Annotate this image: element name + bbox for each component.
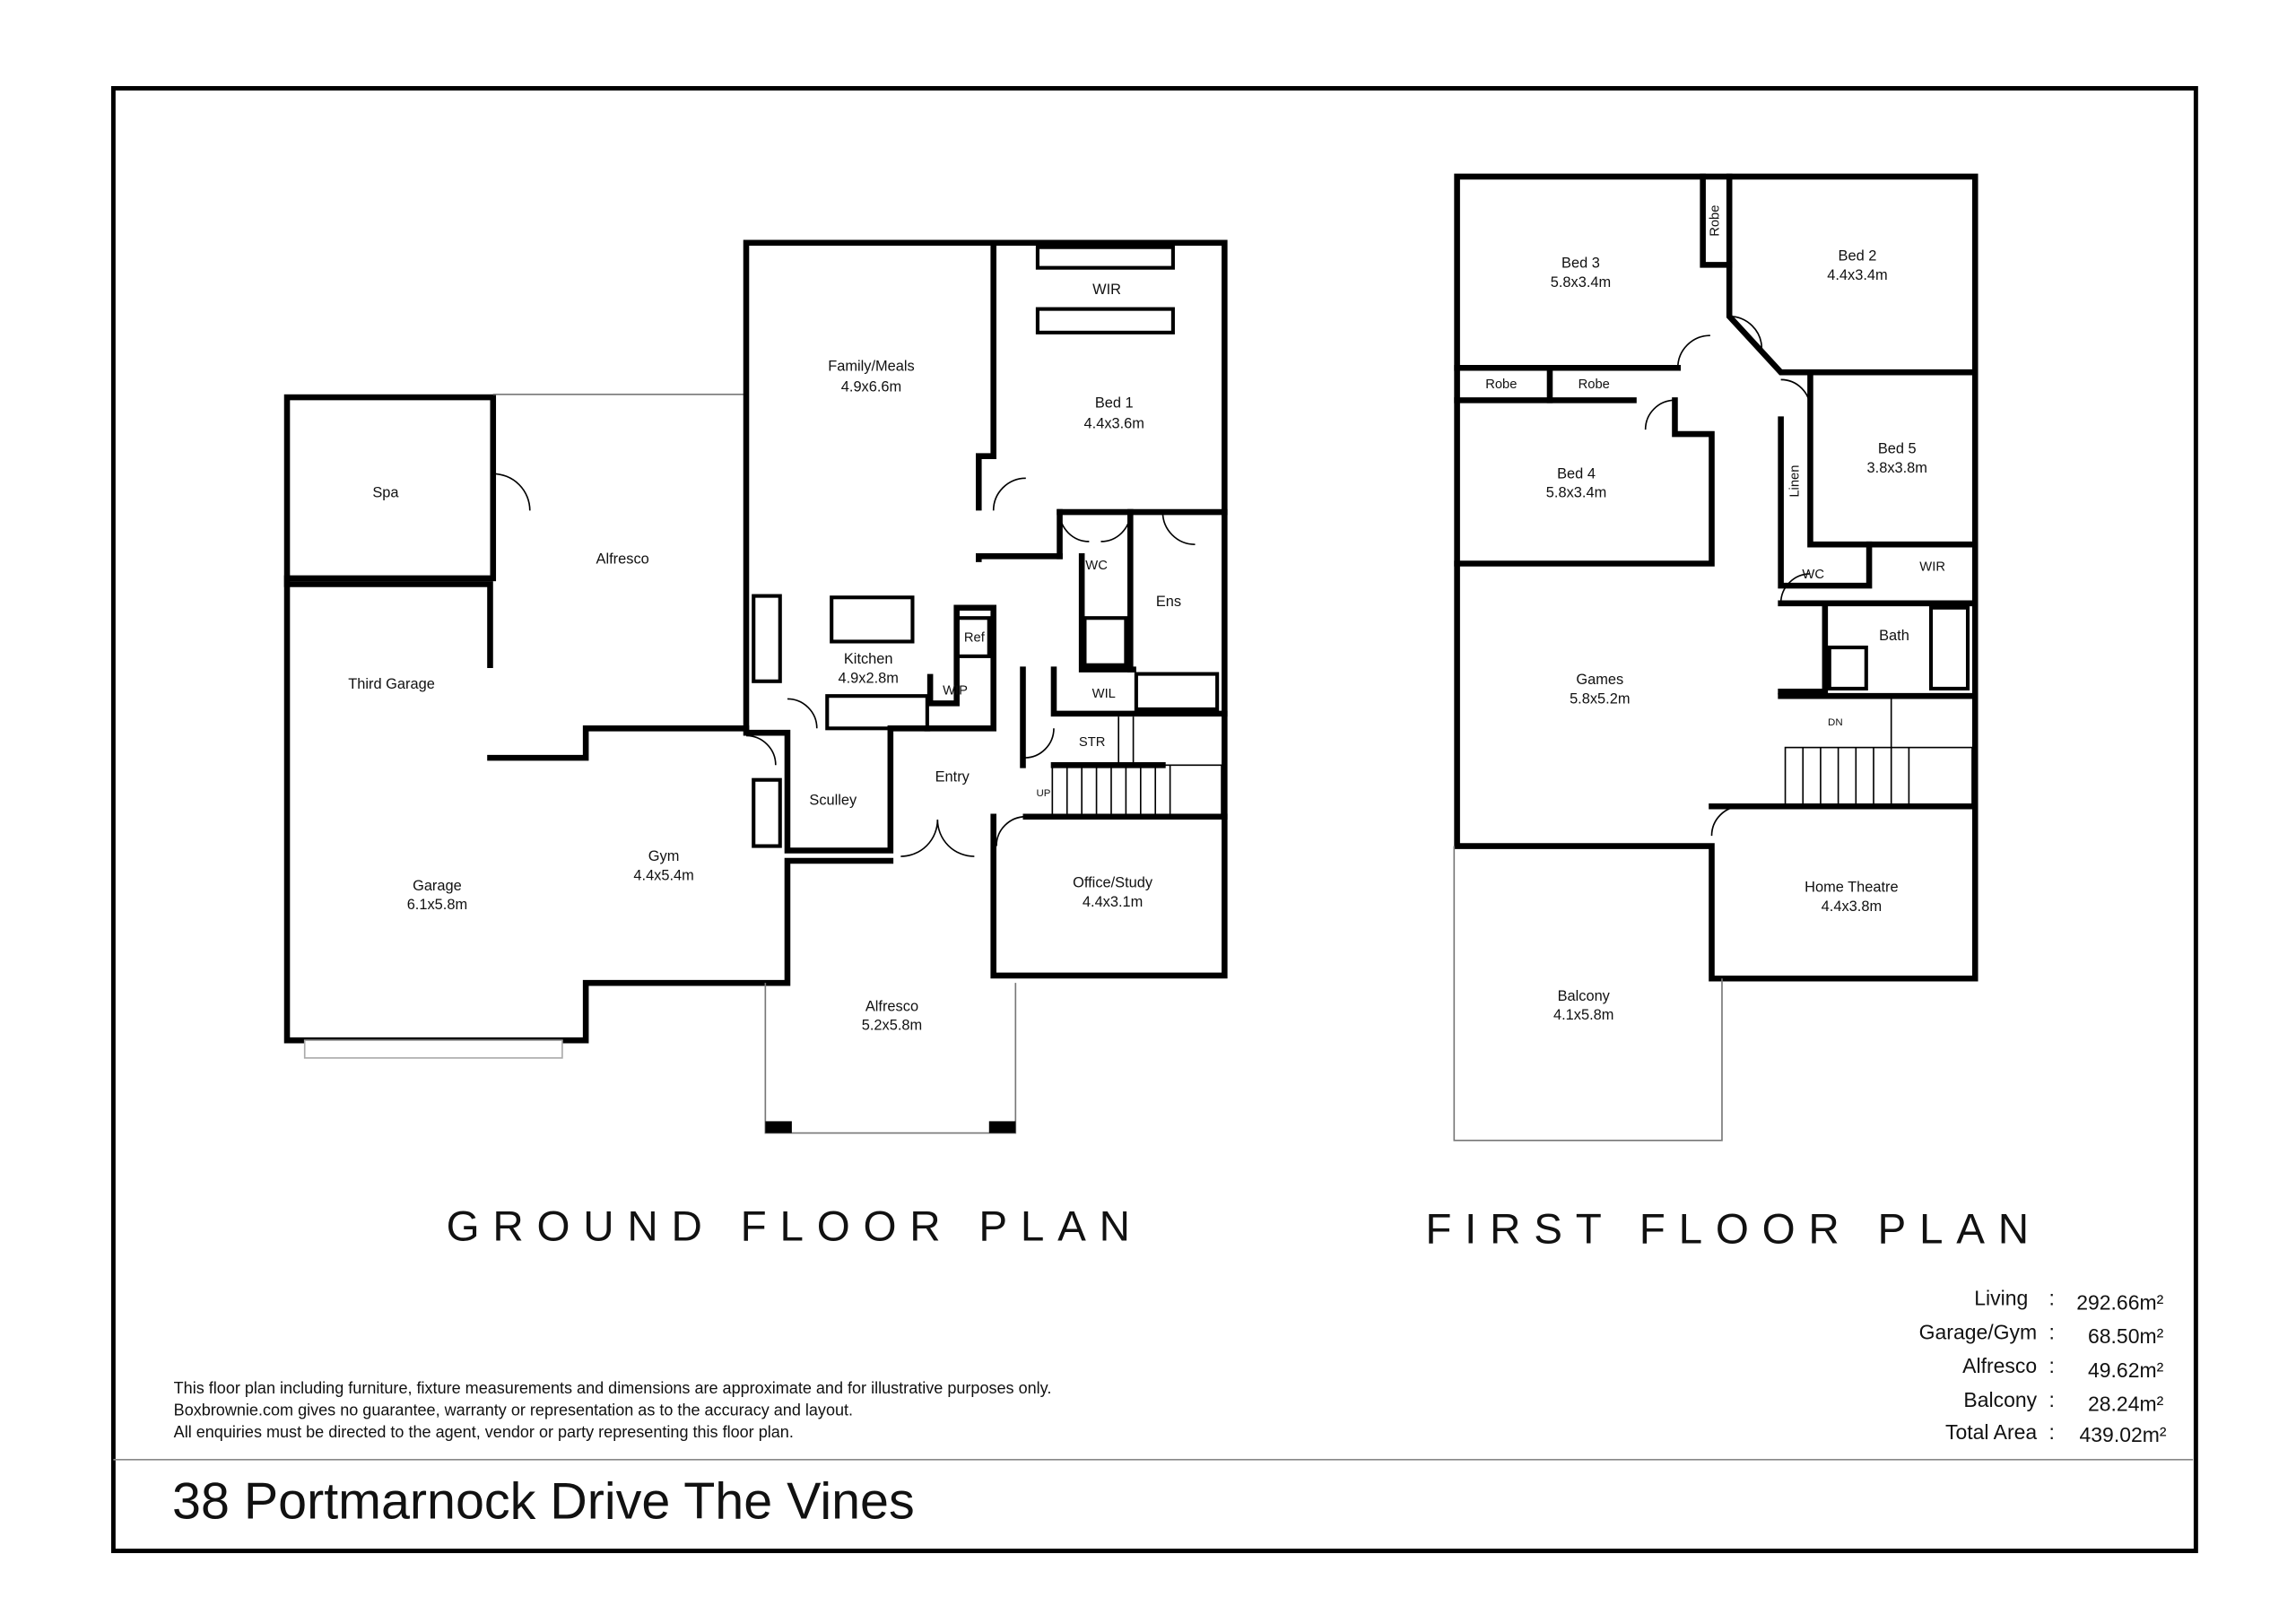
room-balcony: Balcony: [1558, 988, 1611, 1004]
room-wc-first: WC: [1802, 568, 1824, 582]
room-office-size: 4.4x3.1m: [1083, 894, 1143, 910]
room-family: Family/Meals: [828, 359, 915, 375]
disclaimer-line: Boxbrownie.com gives no guarantee, warra…: [174, 1402, 853, 1419]
area-separator: :: [2048, 1287, 2054, 1310]
ground-floor-title: GROUND FLOOR PLAN: [447, 1202, 1144, 1250]
room-bed3: Bed 3: [1561, 256, 1600, 272]
room-wir: WIR: [1092, 282, 1121, 298]
area-value: 28.24m²: [2088, 1393, 2164, 1416]
room-bed5-size: 3.8x3.8m: [1867, 460, 1927, 476]
room-kitchen: Kitchen: [844, 651, 893, 667]
room-alfresco-side: Alfresco: [596, 551, 649, 567]
ground-floor-plan: Spa Alfresco Third Garage Garage 6.1x5.8…: [283, 239, 1228, 1250]
disclaimer-line: All enquiries must be directed to the ag…: [174, 1423, 794, 1441]
room-bed4-size: 5.8x3.4m: [1546, 485, 1606, 501]
property-address: 38 Portmarnock Drive The Vines: [172, 1472, 915, 1530]
room-theatre: Home Theatre: [1805, 879, 1898, 895]
area-label: Balcony: [1963, 1388, 2037, 1411]
room-robe-top: Robe: [1709, 205, 1723, 237]
room-bed2: Bed 2: [1839, 247, 1877, 264]
room-linen: Linen: [1787, 465, 1802, 498]
room-gym: Gym: [648, 848, 680, 864]
room-entry: Entry: [935, 768, 970, 785]
sheet-border: [110, 85, 2198, 1554]
area-value: 68.50m²: [2088, 1324, 2164, 1348]
room-family-size: 4.9x6.6m: [841, 379, 901, 395]
room-ref: Ref: [964, 630, 986, 645]
stairs: [1051, 716, 1222, 816]
room-bed2-size: 4.4x3.4m: [1827, 267, 1887, 283]
room-ens: Ens: [1156, 594, 1181, 610]
room-office: Office/Study: [1073, 875, 1153, 891]
room-gym-size: 4.4x5.4m: [633, 867, 693, 883]
area-label: Living: [1974, 1287, 2028, 1310]
room-garage-size: 6.1x5.8m: [407, 897, 467, 913]
room-bed5: Bed 5: [1878, 440, 1917, 456]
room-third-garage: Third Garage: [348, 676, 435, 692]
room-wip: WIP: [943, 684, 968, 699]
stair-down-label: DN: [1828, 717, 1843, 728]
room-sculley: Sculley: [809, 793, 857, 809]
room-alfresco-front-size: 5.2x5.8m: [862, 1018, 922, 1034]
room-bed1: Bed 1: [1095, 395, 1134, 412]
room-bath: Bath: [1879, 628, 1909, 644]
area-value: 292.66m²: [2076, 1290, 2163, 1314]
area-separator: :: [2048, 1320, 2054, 1343]
room-robe-1: Robe: [1485, 378, 1517, 392]
room-garage: Garage: [413, 878, 462, 894]
disclaimer-line: This floor plan including furniture, fix…: [174, 1379, 1052, 1397]
room-theatre-size: 4.4x3.8m: [1822, 898, 1882, 915]
room-alfresco-front: Alfresco: [865, 998, 918, 1014]
room-kitchen-size: 4.9x2.8m: [839, 670, 899, 686]
room-wil: WIL: [1092, 687, 1116, 701]
room-spa: Spa: [372, 485, 399, 501]
room-robe-2: Robe: [1578, 378, 1610, 392]
area-summary: Living : 292.66m² Garage/Gym : 68.50m² A…: [1919, 1287, 2167, 1447]
area-separator: :: [2048, 1388, 2054, 1411]
area-separator: :: [2048, 1354, 2054, 1377]
room-bed1-size: 4.4x3.6m: [1084, 416, 1144, 432]
area-separator: :: [2048, 1420, 2054, 1444]
room-bed4: Bed 4: [1557, 465, 1596, 482]
area-label: Total Area: [1945, 1420, 2037, 1444]
area-value: 439.02m²: [2080, 1423, 2167, 1446]
first-floor-plan: Bed 3 5.8x3.4m Bed 2 4.4x3.4m Robe Robe …: [1425, 173, 2042, 1254]
stairs-first: [1784, 696, 1973, 808]
room-games-size: 5.8x5.2m: [1570, 690, 1630, 707]
area-label: Alfresco: [1962, 1354, 2037, 1377]
room-wc: WC: [1085, 559, 1108, 573]
first-floor-title: FIRST FLOOR PLAN: [1425, 1206, 2042, 1254]
room-wir-first: WIR: [1919, 560, 1945, 575]
stair-up-label: UP: [1037, 788, 1051, 799]
area-value: 49.62m²: [2088, 1358, 2164, 1382]
room-bed3-size: 5.8x3.4m: [1551, 274, 1611, 291]
room-str: STR: [1079, 735, 1105, 750]
area-label: Garage/Gym: [1919, 1320, 2037, 1343]
room-balcony-size: 4.1x5.8m: [1553, 1007, 1613, 1023]
room-games: Games: [1576, 672, 1623, 688]
